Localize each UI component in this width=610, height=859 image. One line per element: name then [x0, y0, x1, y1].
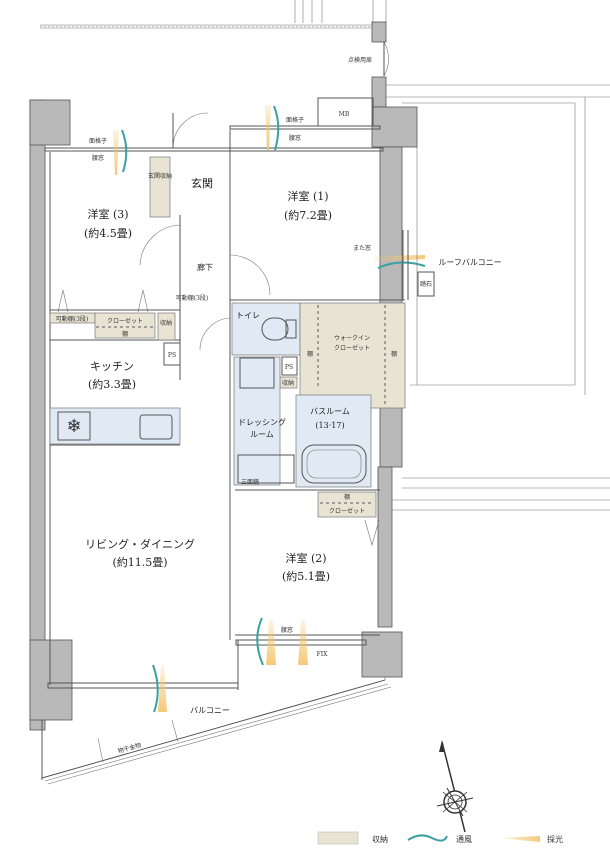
legend-daylight-icon: [498, 836, 540, 842]
window-grille-label: 面格子: [89, 137, 107, 145]
room-size: (約7.2畳): [284, 208, 332, 222]
ventilation-icon: [121, 129, 128, 173]
stepping-stone-label: 踏石: [420, 280, 432, 288]
window-label: 腰窓: [281, 626, 293, 634]
roof-balcony: ルーフバルコニー 踏石 また窓: [353, 84, 610, 511]
wic-label: クローゼット: [334, 344, 370, 352]
daylight-icon: [375, 255, 425, 262]
walk-in-closet: 棚 棚 ウォークイン クローゼット PS 収納: [279, 302, 406, 409]
adjustable-shelf-vertical-label: 可動棚(3段): [176, 294, 209, 302]
room-name: キッチン: [90, 360, 134, 373]
ps-label: PS: [168, 352, 176, 359]
daylight-icon: [113, 130, 119, 175]
ventilation-icon: [152, 664, 159, 713]
entrance: 玄関収納 玄関 廊下 可動棚(3段): [148, 112, 271, 351]
shelf-label: 棚: [344, 493, 350, 501]
shelf-label: 棚: [307, 350, 313, 358]
dressing-label: ドレッシング: [238, 417, 286, 427]
closet-row: 可動棚(3段) クローゼット 棚 収納 PS: [49, 289, 181, 366]
entrance-label: 玄関: [191, 176, 213, 190]
daylight-icon: [265, 105, 271, 150]
daylight-icon: [266, 620, 276, 665]
storage-label: 収納: [282, 379, 294, 387]
ps-label: PS: [285, 364, 293, 371]
roof-balcony-label: ルーフバルコニー: [438, 258, 501, 267]
room-western-3: 洋室 (3) (約4.5畳) 面格子 腰窓: [84, 137, 181, 266]
kitchen: キッチン (約3.3畳) ❄: [49, 360, 181, 445]
ventilation-icon: [256, 617, 264, 666]
inspection-door-label: 点検用扉: [348, 56, 372, 64]
balcony-label: バルコニー: [190, 706, 230, 715]
ventilation-daylight-markers: [113, 105, 426, 713]
shelf-label: 棚: [122, 330, 128, 338]
legend-storage-swatch: [317, 831, 359, 845]
legend-storage-label: 収納: [372, 834, 388, 844]
room-name: 洋室 (3): [87, 207, 128, 221]
legend-ventilation-icon: [407, 834, 448, 842]
room-living-dining: リビング・ダイニング (約11.5畳): [85, 537, 195, 569]
window-grille-label: 面格子: [286, 116, 304, 124]
bath-label: バスルーム: [310, 407, 350, 416]
room-name: リビング・ダイニング: [85, 537, 195, 551]
bath-size-label: (13·17): [315, 421, 344, 430]
toilet-label: トイレ: [236, 311, 260, 320]
compass-north-arrow-icon: [436, 740, 474, 833]
window-label: 腰窓: [289, 134, 301, 142]
room-western-2: 洋室 (2) (約5.1畳) 腰窓 FIX: [281, 551, 330, 658]
legend-daylight-label: 採光: [547, 834, 563, 844]
ventilation-icon: [377, 261, 426, 269]
wic-label: ウォークイン: [334, 334, 370, 342]
dressing-label: ルーム: [250, 430, 274, 439]
legend-ventilation-label: 通風: [456, 834, 472, 844]
room-size: (約3.3畳): [88, 377, 136, 391]
storage-label: 収納: [160, 319, 172, 327]
room-name: 洋室 (2): [285, 551, 326, 565]
stove-icon: ❄: [66, 416, 81, 437]
closet-label: クローゼット: [329, 507, 365, 515]
room-size: (約4.5畳): [84, 226, 132, 240]
fix-window-label: FIX: [317, 651, 329, 658]
mb-area: MB 点検用扉: [317, 41, 389, 127]
top-exterior: [40, 0, 387, 29]
room-name: 洋室 (1): [287, 189, 328, 203]
room-size: (約11.5畳): [112, 555, 167, 569]
triple-mirror-label: 三面鏡: [241, 478, 259, 486]
hallway-label: 廊下: [197, 262, 213, 272]
window-label: 腰窓: [92, 154, 104, 162]
toilet: トイレ: [231, 302, 301, 356]
closet-label: クローゼット: [107, 317, 143, 325]
daylight-icon: [158, 665, 167, 712]
dressing-room: ドレッシング ルーム 三面鏡: [233, 356, 295, 486]
ventilation-icon: [273, 105, 280, 151]
closet-western-2: 棚 クローゼット: [317, 491, 380, 547]
entrance-storage-label: 玄関収納: [148, 172, 172, 180]
adjustable-shelf-label: 可動棚(3段): [56, 315, 89, 323]
bathroom: バスルーム (13·17): [295, 394, 372, 488]
legend: 収納 通風 採光: [317, 831, 563, 845]
shelf-label: 棚: [391, 350, 397, 358]
straddle-window-label: また窓: [353, 244, 371, 252]
room-western-1: 洋室 (1) (約7.2畳) 面格子 腰窓: [284, 116, 332, 222]
daylight-icon: [298, 620, 308, 665]
mb-label: MB: [339, 111, 350, 118]
balcony: バルコニー 物干金物: [41, 676, 392, 785]
room-size: (約5.1畳): [282, 569, 330, 583]
